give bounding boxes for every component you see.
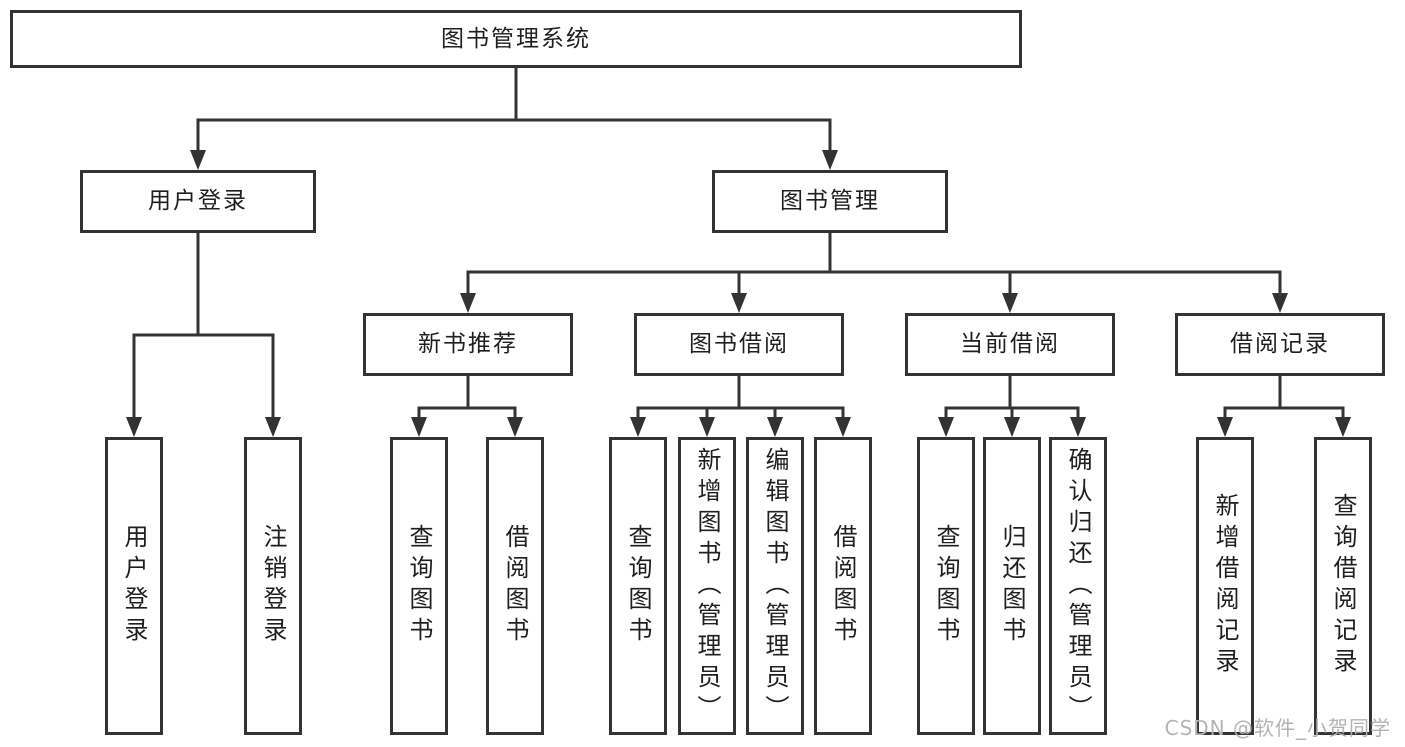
leaf-query-books-current: 查询图书	[917, 437, 975, 735]
node-label: 注销登录	[259, 524, 287, 648]
node-label: 查询图书	[624, 524, 652, 648]
node-label: 借阅图书	[501, 524, 529, 648]
node-label: 借阅图书	[829, 524, 857, 648]
leaf-query-books-recommend: 查询图书	[390, 437, 448, 735]
connector-root-to-level2	[190, 68, 838, 170]
node-root-library-system: 图书管理系统	[10, 10, 1022, 68]
leaf-query-books-borrow: 查询图书	[609, 437, 667, 735]
node-borrow-records: 借阅记录	[1175, 313, 1385, 376]
leaf-query-borrow-record: 查询借阅记录	[1314, 437, 1372, 735]
node-label: 图书管理	[780, 188, 880, 214]
connector-new-book-recommend-to-leaves	[411, 376, 523, 437]
node-book-borrow: 图书借阅	[634, 313, 844, 376]
connector-borrow-records-to-leaves	[1217, 376, 1351, 437]
node-label: 新增图书（管理员）	[693, 446, 721, 726]
node-label: 当前借阅	[960, 331, 1060, 357]
leaf-borrow-books: 借阅图书	[814, 437, 872, 735]
node-label: 新增借阅记录	[1211, 493, 1239, 679]
node-label: 用户登录	[148, 188, 248, 214]
connector-user-login-to-leaves	[126, 233, 281, 437]
node-label: 编辑图书（管理员）	[761, 446, 789, 726]
leaf-confirm-return-admin: 确认归还（管理员）	[1049, 437, 1107, 735]
node-label: 图书管理系统	[441, 25, 591, 52]
leaf-add-book-admin: 新增图书（管理员）	[678, 437, 736, 735]
node-label: 确认归还（管理员）	[1064, 446, 1092, 726]
node-label: 新书推荐	[418, 331, 518, 357]
leaf-logout: 注销登录	[244, 437, 302, 735]
node-current-borrow: 当前借阅	[905, 313, 1115, 376]
node-label: 借阅记录	[1230, 331, 1330, 357]
connector-book-management-to-level3	[460, 233, 1288, 313]
node-label: 归还图书	[998, 524, 1026, 648]
leaf-borrow-books-recommend: 借阅图书	[486, 437, 544, 735]
leaf-add-borrow-record: 新增借阅记录	[1196, 437, 1254, 735]
node-user-login: 用户登录	[80, 170, 316, 233]
connector-book-borrow-to-leaves	[630, 376, 851, 437]
node-label: 用户登录	[120, 524, 148, 648]
leaf-return-books: 归还图书	[983, 437, 1041, 735]
node-book-management: 图书管理	[712, 170, 948, 233]
connector-current-borrow-to-leaves	[938, 376, 1086, 437]
node-label: 查询图书	[405, 524, 433, 648]
leaf-user-login: 用户登录	[105, 437, 163, 735]
node-new-book-recommend: 新书推荐	[363, 313, 573, 376]
node-label: 查询图书	[932, 524, 960, 648]
node-label: 查询借阅记录	[1329, 493, 1357, 679]
watermark: CSDN @软件_小贺同学	[1164, 716, 1391, 740]
node-label: 图书借阅	[689, 331, 789, 357]
leaf-edit-book-admin: 编辑图书（管理员）	[746, 437, 804, 735]
